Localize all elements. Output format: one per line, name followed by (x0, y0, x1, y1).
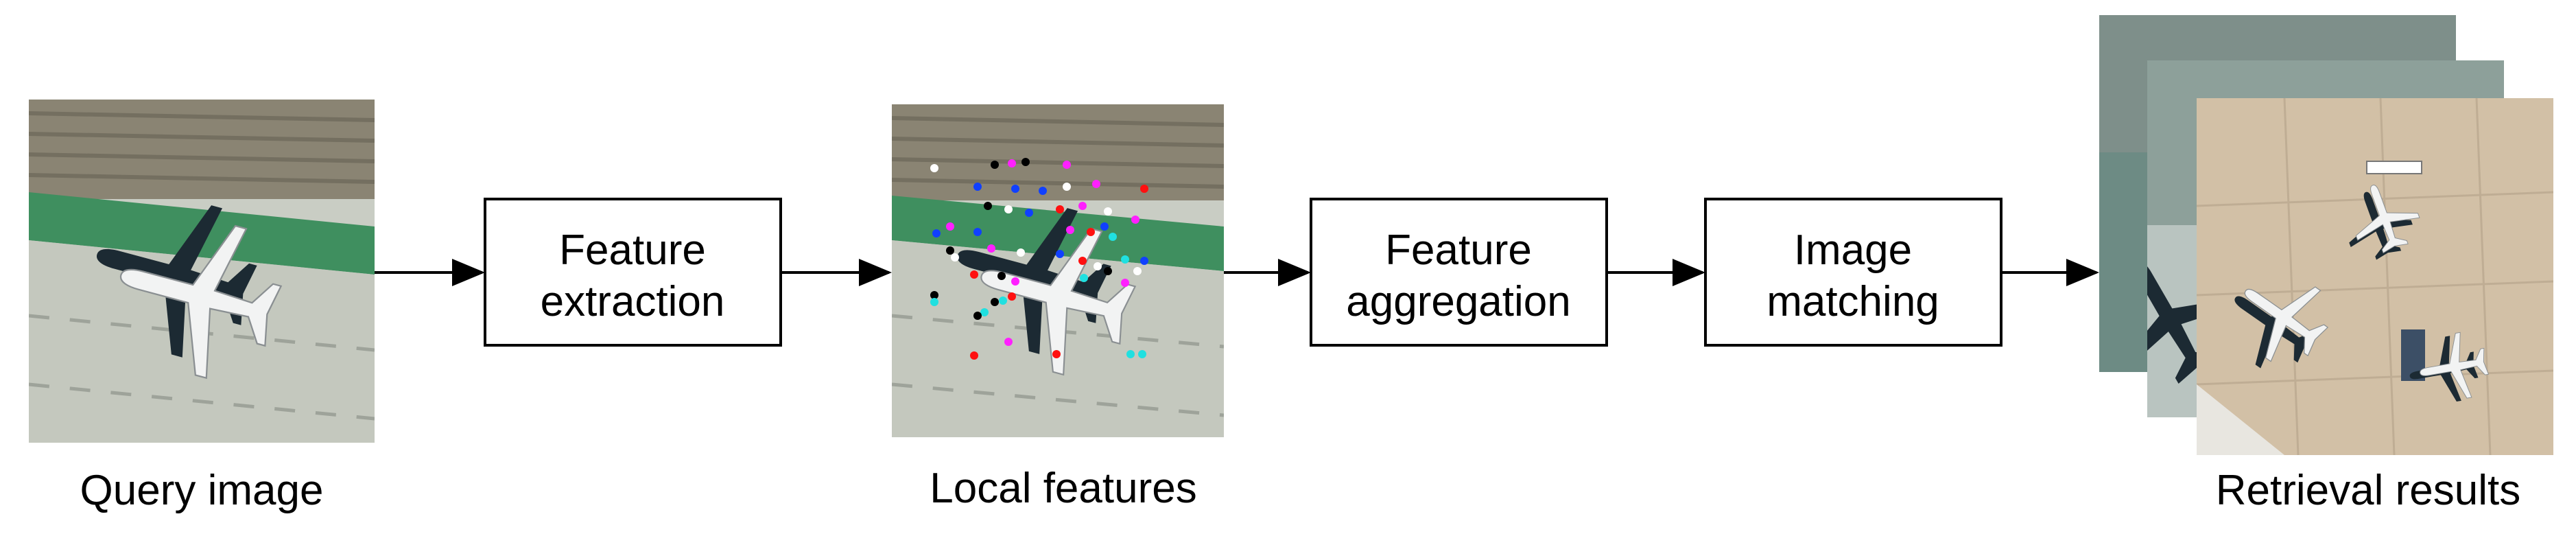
feature-aggregation-label-line2: aggregation (1346, 278, 1571, 325)
feature-aggregation-label-line1: Feature (1385, 227, 1532, 274)
image-matching-label-line1: Image (1794, 227, 1912, 274)
retrieval-results-caption: Retrieval results (2216, 467, 2520, 514)
retrieval-result-image-3 (2197, 98, 2553, 455)
image-matching-box: Image matching (1704, 198, 2002, 347)
image-matching-label-line2: matching (1766, 278, 1939, 325)
local-features-image (892, 104, 1224, 437)
keypoint-markers (930, 158, 1148, 360)
feature-extraction-box: Feature extraction (484, 198, 782, 347)
feature-extraction-label-line2: extraction (541, 278, 725, 325)
feature-aggregation-box: Feature aggregation (1310, 198, 1608, 347)
query-image (29, 100, 375, 443)
feature-extraction-label-line1: Feature (559, 227, 706, 274)
query-image-caption: Query image (80, 467, 324, 514)
local-features-caption: Local features (930, 465, 1196, 512)
